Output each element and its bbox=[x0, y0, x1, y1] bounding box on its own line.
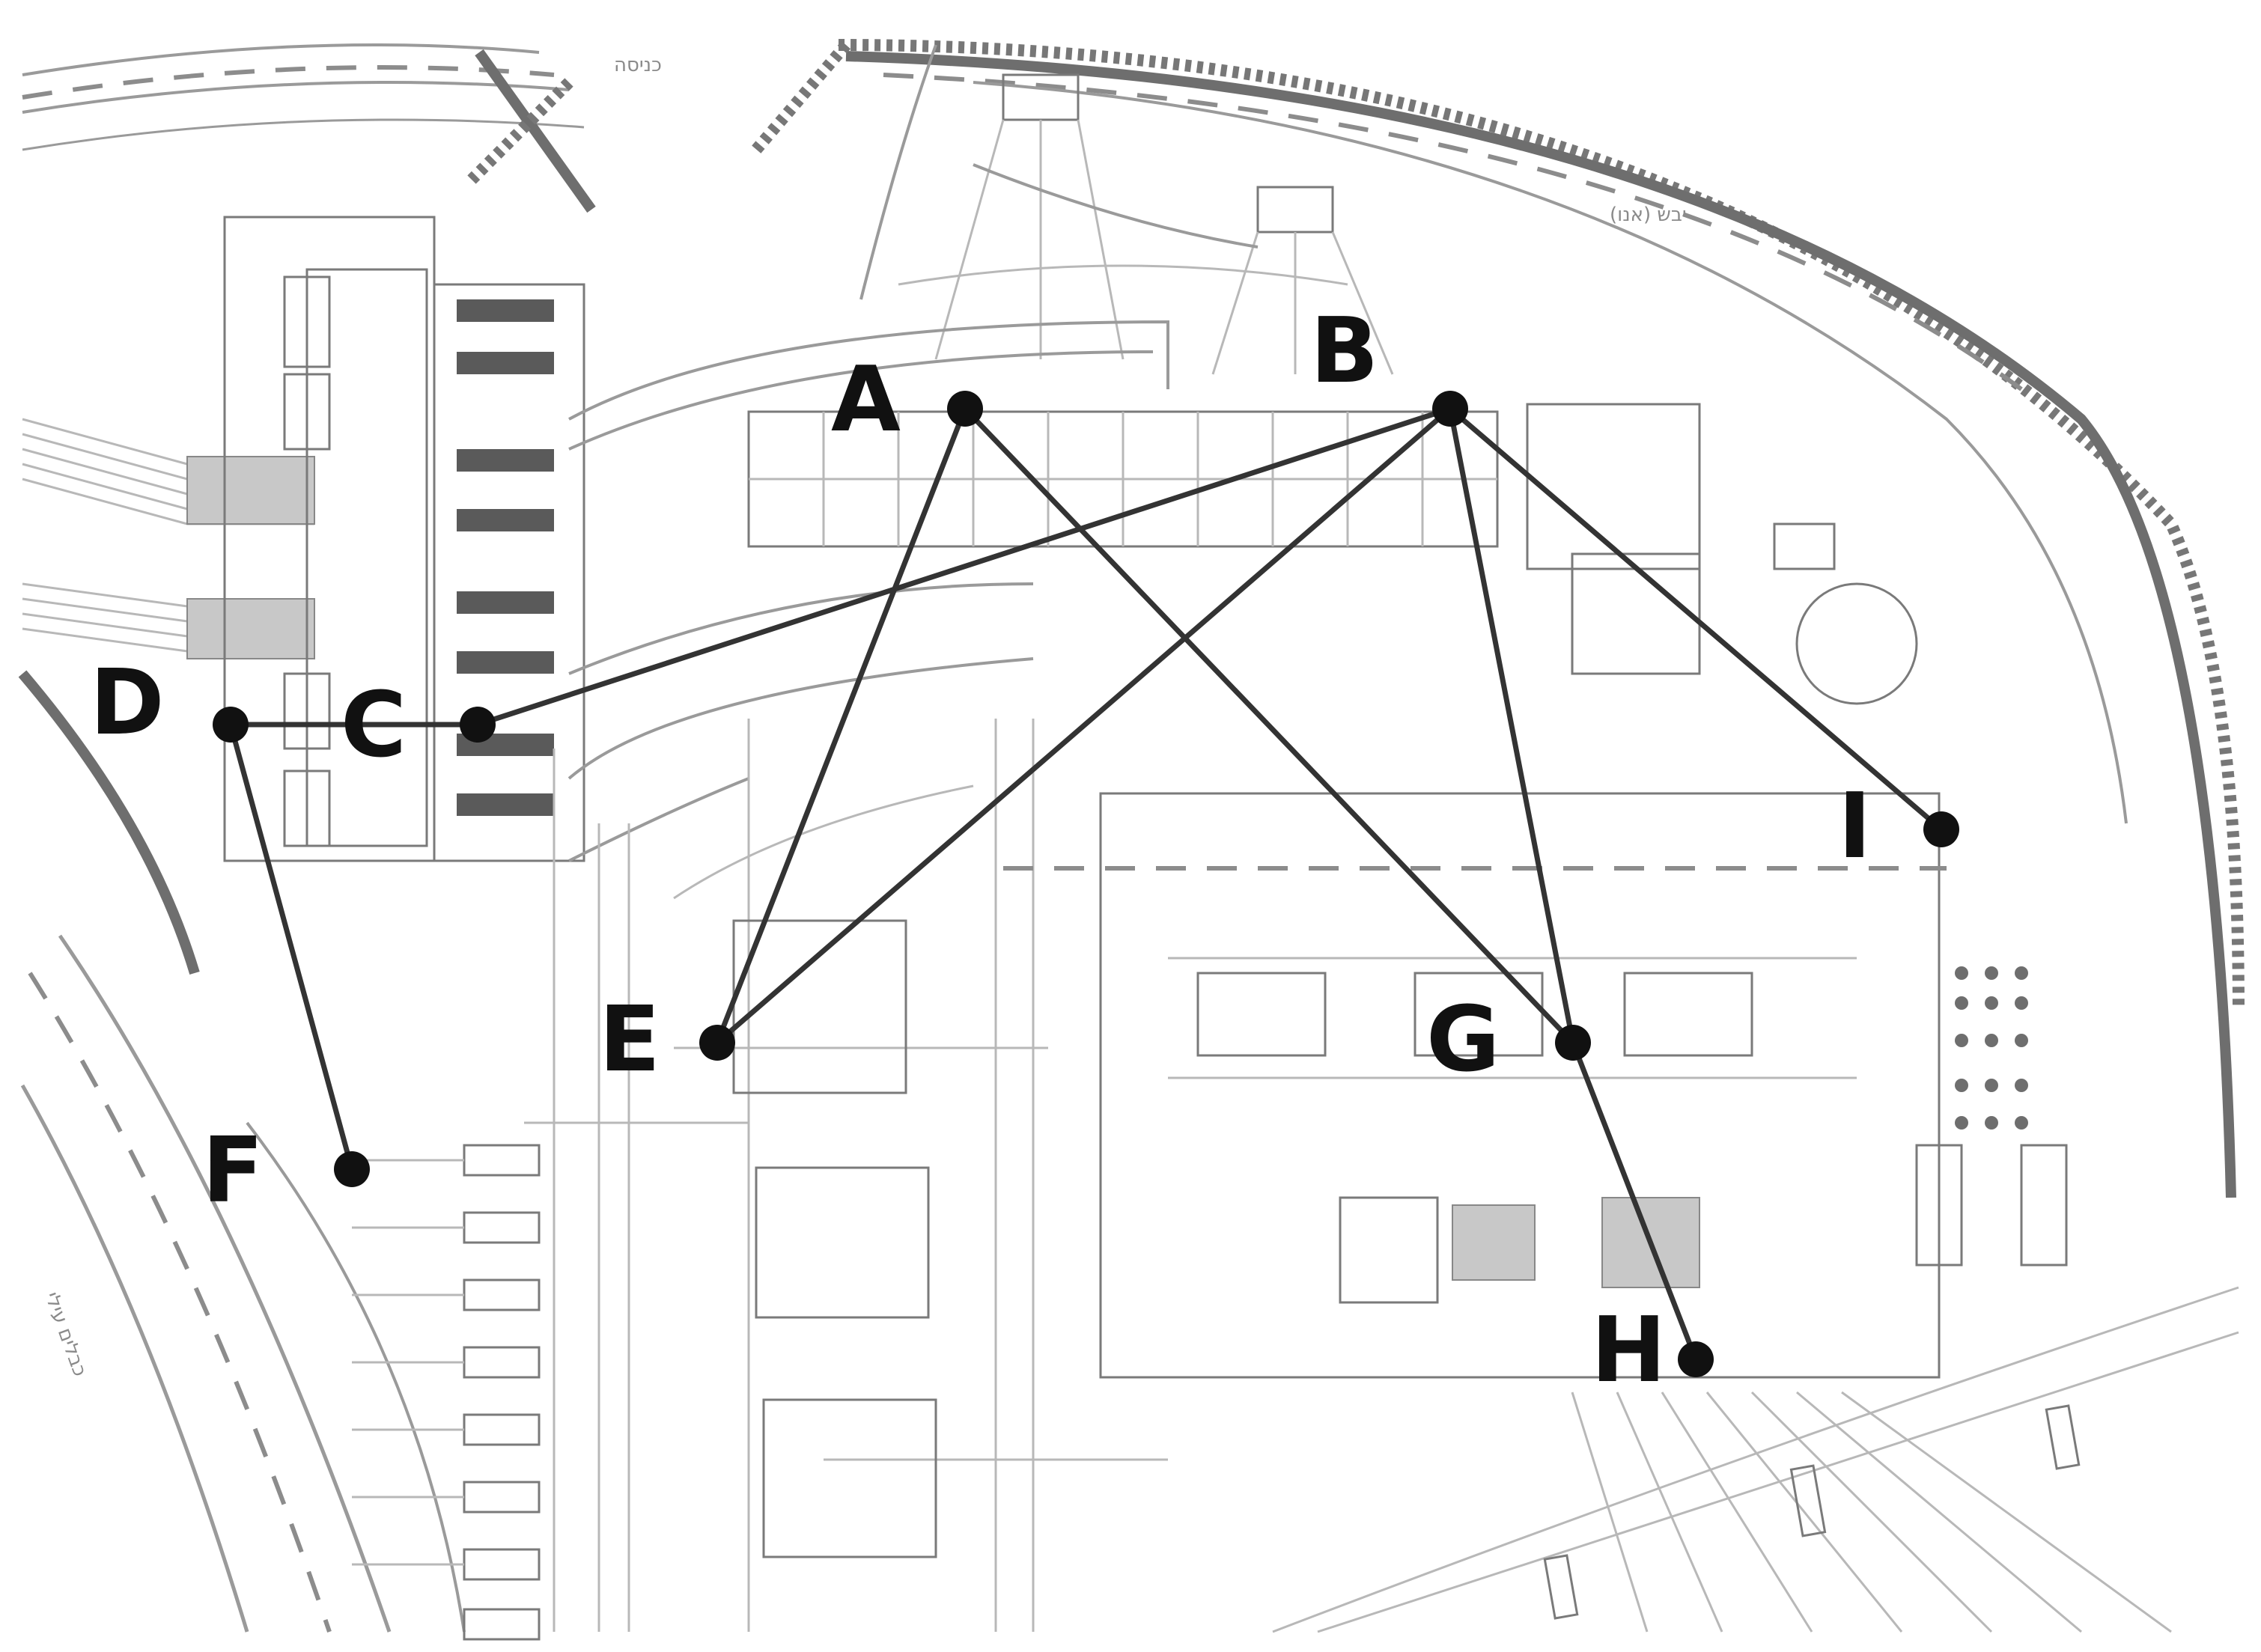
edge-b-i bbox=[1447, 406, 1944, 832]
node-label-i: I bbox=[1838, 775, 1872, 879]
edge-g-h bbox=[1570, 1040, 1699, 1362]
node-label-c: C bbox=[341, 674, 407, 778]
node-a bbox=[947, 391, 983, 427]
plan-note-entrance: כניסה bbox=[614, 54, 662, 76]
label-layer: A B C D E F G H I bbox=[90, 299, 1872, 1403]
node-e bbox=[699, 1025, 735, 1061]
edge-b-c bbox=[475, 406, 1453, 728]
edge-a-g bbox=[962, 406, 1576, 1046]
edge-d-f bbox=[228, 722, 355, 1172]
node-d bbox=[213, 707, 249, 743]
node-c bbox=[460, 707, 496, 743]
node-h bbox=[1678, 1341, 1714, 1377]
plan-note-cable: כבלים עילי bbox=[40, 1289, 91, 1380]
edge-a-e bbox=[714, 406, 968, 1046]
node-layer bbox=[213, 391, 1959, 1377]
edge-b-g bbox=[1447, 406, 1576, 1046]
node-f bbox=[334, 1151, 370, 1187]
node-label-e: E bbox=[599, 988, 660, 1092]
edge-b-e bbox=[714, 406, 1453, 1046]
node-label-a: A bbox=[831, 348, 901, 452]
node-label-f: F bbox=[202, 1119, 264, 1223]
node-g bbox=[1555, 1025, 1591, 1061]
engineering-plan-background: כניסה יבש (אנו) כבלים עילי bbox=[18, 39, 2245, 1641]
node-label-d: D bbox=[90, 651, 165, 755]
node-label-g: G bbox=[1426, 988, 1500, 1092]
node-label-b: B bbox=[1310, 299, 1378, 403]
node-i bbox=[1923, 811, 1959, 847]
node-label-h: H bbox=[1591, 1299, 1666, 1403]
plan-note-dry: יבש (אנו) bbox=[1610, 204, 1687, 226]
edge-layer bbox=[228, 406, 1944, 1362]
node-b bbox=[1432, 391, 1468, 427]
